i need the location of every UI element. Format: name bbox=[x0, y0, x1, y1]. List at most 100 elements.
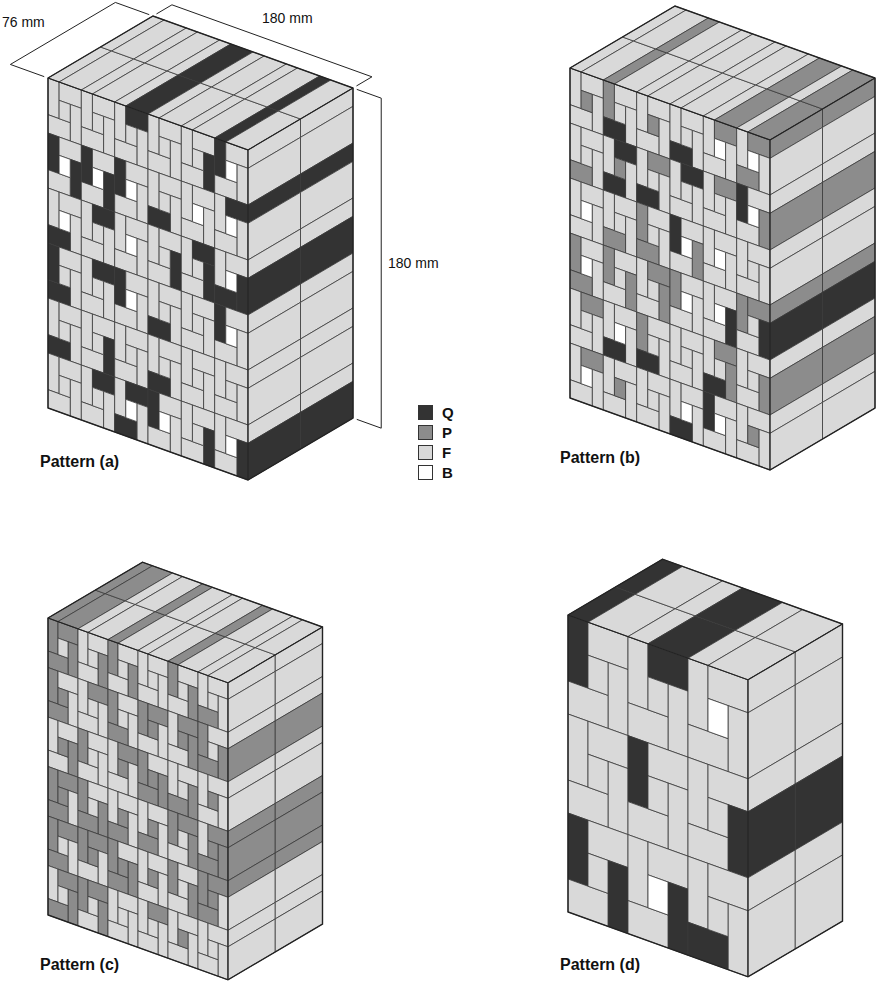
brick bbox=[108, 689, 118, 726]
brick bbox=[703, 336, 714, 377]
brick bbox=[115, 377, 126, 418]
brick bbox=[748, 260, 759, 282]
brick bbox=[118, 709, 128, 729]
brick bbox=[726, 252, 737, 293]
brick bbox=[108, 887, 118, 924]
brick bbox=[58, 886, 68, 906]
brick bbox=[118, 858, 128, 878]
brick bbox=[148, 918, 158, 938]
brick bbox=[192, 313, 203, 335]
dimension-line bbox=[357, 419, 381, 428]
legend-text: Q bbox=[442, 404, 454, 421]
brick bbox=[670, 324, 681, 365]
brick bbox=[648, 114, 659, 136]
pattern-caption: Pattern (c) bbox=[40, 955, 119, 974]
brick bbox=[703, 391, 714, 432]
brick bbox=[58, 836, 68, 856]
brick bbox=[681, 181, 692, 203]
brick bbox=[118, 907, 128, 927]
brick bbox=[108, 640, 118, 677]
brick bbox=[188, 833, 198, 870]
brick bbox=[226, 380, 237, 402]
dimension-line bbox=[10, 2, 115, 64]
brick bbox=[237, 274, 248, 315]
brick bbox=[581, 365, 592, 387]
prism-outline bbox=[568, 559, 843, 977]
brick bbox=[204, 372, 215, 413]
brick bbox=[138, 898, 148, 935]
dimension-label: 180 mm bbox=[388, 255, 439, 272]
brick bbox=[581, 145, 592, 167]
brick bbox=[126, 234, 137, 256]
brick bbox=[170, 305, 181, 346]
brick bbox=[208, 791, 218, 811]
brick bbox=[48, 78, 59, 119]
brick bbox=[158, 872, 168, 909]
brick bbox=[692, 350, 703, 391]
pattern-caption: Pattern (a) bbox=[40, 452, 119, 471]
brick bbox=[823, 371, 876, 439]
brick bbox=[215, 358, 226, 399]
brick bbox=[181, 236, 192, 277]
brick bbox=[198, 870, 208, 907]
brick bbox=[608, 761, 628, 834]
brick bbox=[108, 838, 118, 875]
brick bbox=[237, 329, 248, 370]
brick bbox=[581, 200, 592, 222]
brick bbox=[48, 298, 59, 339]
brick bbox=[608, 662, 628, 735]
brick bbox=[668, 684, 688, 757]
brick bbox=[70, 104, 81, 145]
brick bbox=[59, 375, 70, 397]
brick bbox=[770, 402, 823, 470]
brick bbox=[692, 130, 703, 171]
brick bbox=[208, 940, 218, 960]
brick bbox=[237, 384, 248, 425]
brick bbox=[148, 334, 159, 375]
brick bbox=[592, 259, 603, 300]
brick bbox=[204, 427, 215, 468]
dimension-line bbox=[381, 98, 382, 428]
brick bbox=[628, 835, 648, 908]
legend-text: B bbox=[442, 464, 453, 481]
legend: QPFB bbox=[418, 402, 454, 482]
brick bbox=[98, 801, 108, 838]
brick bbox=[628, 736, 648, 809]
brick bbox=[159, 411, 170, 433]
brick bbox=[168, 661, 178, 698]
brick bbox=[708, 698, 728, 738]
brick bbox=[637, 257, 648, 298]
brick bbox=[714, 193, 725, 215]
brick bbox=[218, 943, 228, 980]
brick bbox=[614, 267, 625, 289]
brick bbox=[70, 324, 81, 365]
dimension-line bbox=[356, 77, 372, 86]
brick bbox=[603, 300, 614, 341]
brick bbox=[670, 269, 681, 310]
brick bbox=[688, 757, 708, 830]
brick bbox=[148, 169, 159, 210]
prism-edge bbox=[48, 618, 323, 980]
brick bbox=[592, 149, 603, 190]
dimension-label: 76 mm bbox=[2, 14, 45, 31]
brick bbox=[737, 348, 748, 389]
brick bbox=[59, 210, 70, 232]
brick bbox=[104, 171, 115, 212]
prism-edge bbox=[570, 68, 875, 470]
brick bbox=[148, 114, 159, 155]
brick bbox=[68, 889, 78, 926]
brick bbox=[648, 875, 668, 915]
brick bbox=[581, 90, 592, 112]
brick bbox=[181, 346, 192, 387]
brick bbox=[115, 212, 126, 253]
brick bbox=[115, 102, 126, 143]
brick bbox=[148, 720, 158, 740]
brick bbox=[81, 145, 92, 186]
brick bbox=[759, 429, 770, 470]
brick bbox=[198, 672, 208, 709]
brick bbox=[592, 204, 603, 245]
prism-outline bbox=[48, 562, 323, 980]
brick bbox=[70, 159, 81, 200]
brick bbox=[81, 365, 92, 406]
brick bbox=[181, 181, 192, 222]
